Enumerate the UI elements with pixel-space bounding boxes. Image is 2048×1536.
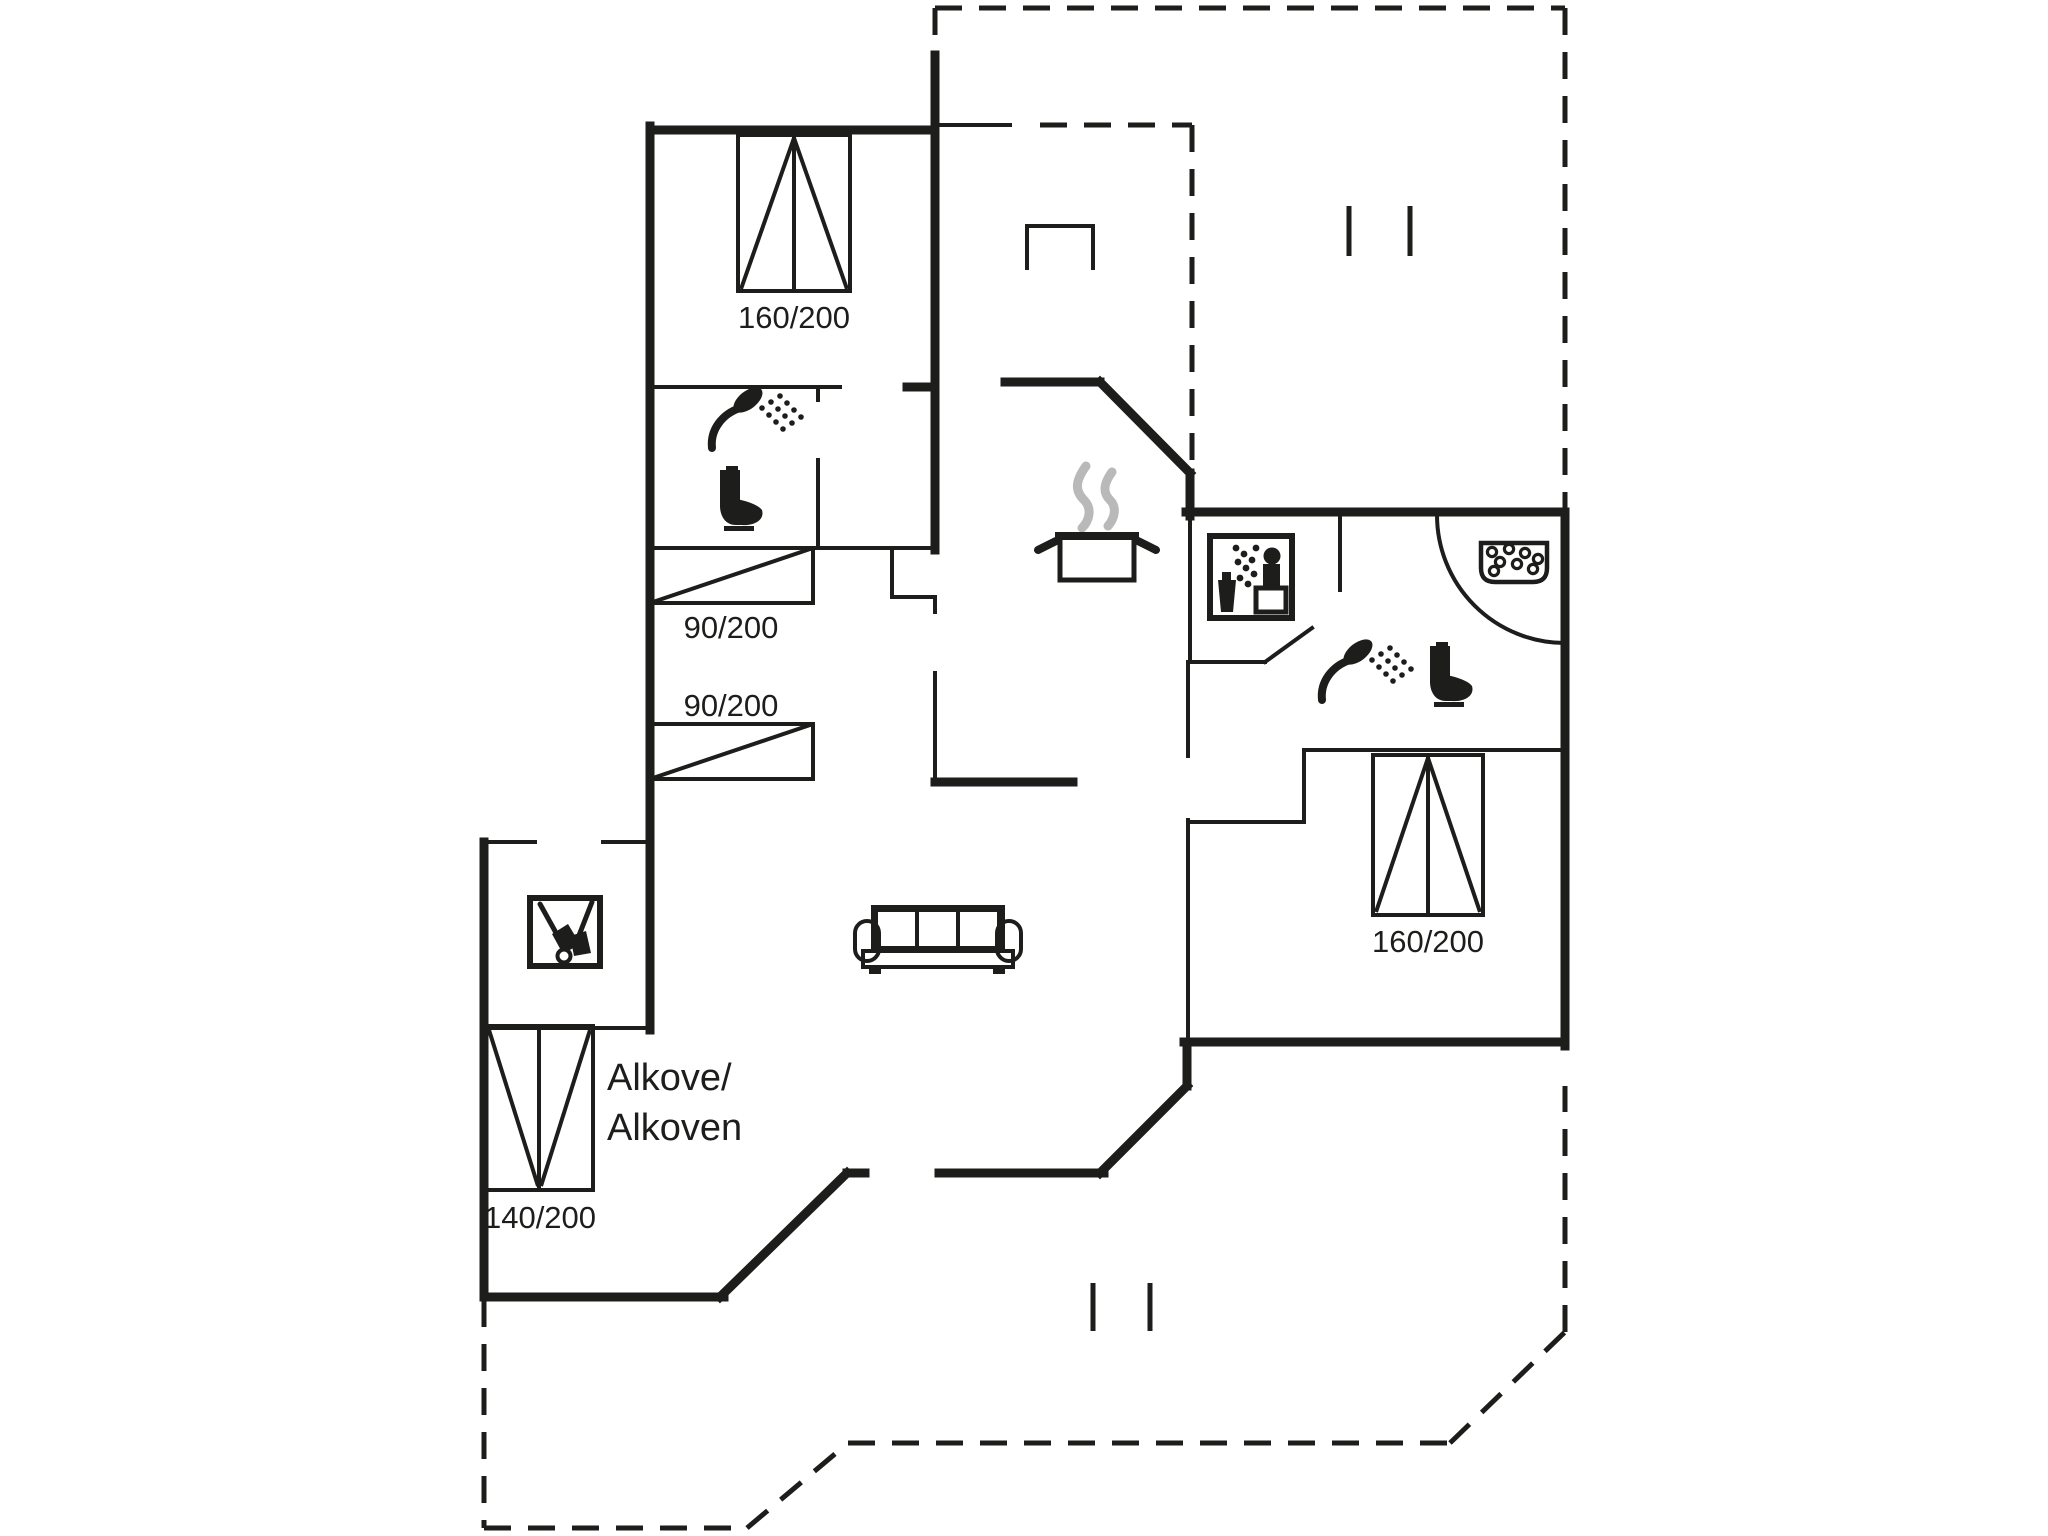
alcove-bed [484,1024,595,1192]
door-arc [1434,512,1568,646]
sofa-icon [853,905,1023,974]
bed-size-label: 160/200 [1372,924,1484,959]
cooking-pot-icon [1034,461,1160,583]
toilet-icon [1430,642,1473,707]
alcove-label-line2: Alkoven [607,1107,742,1149]
bed-size-label: 90/200 [684,610,779,645]
double-bed-top-left [736,133,852,293]
window-ticks [1090,206,1413,1331]
double-bed-right [1371,753,1485,917]
bed-size-label: 90/200 [684,688,779,723]
bathroom-left [712,382,804,531]
bathroom-right [1322,634,1473,707]
fireplace-icon [1025,224,1095,270]
single-bed-lower [648,722,815,781]
toilet-icon [720,466,763,531]
single-bed-upper [648,546,815,605]
cleaning-equipment-icon [527,895,603,969]
alcove-label-line1: Alkove/ [607,1057,732,1099]
bed-size-label: 140/200 [484,1200,596,1235]
shower-icon [712,382,804,448]
steam-icon [1073,461,1119,533]
bed-size-label: 160/200 [738,300,850,335]
shower-icon [1322,634,1414,700]
sauna-icon [1207,533,1295,621]
terrace-dashed-outline [481,5,1568,1531]
whirlpool-icon [1478,540,1550,585]
